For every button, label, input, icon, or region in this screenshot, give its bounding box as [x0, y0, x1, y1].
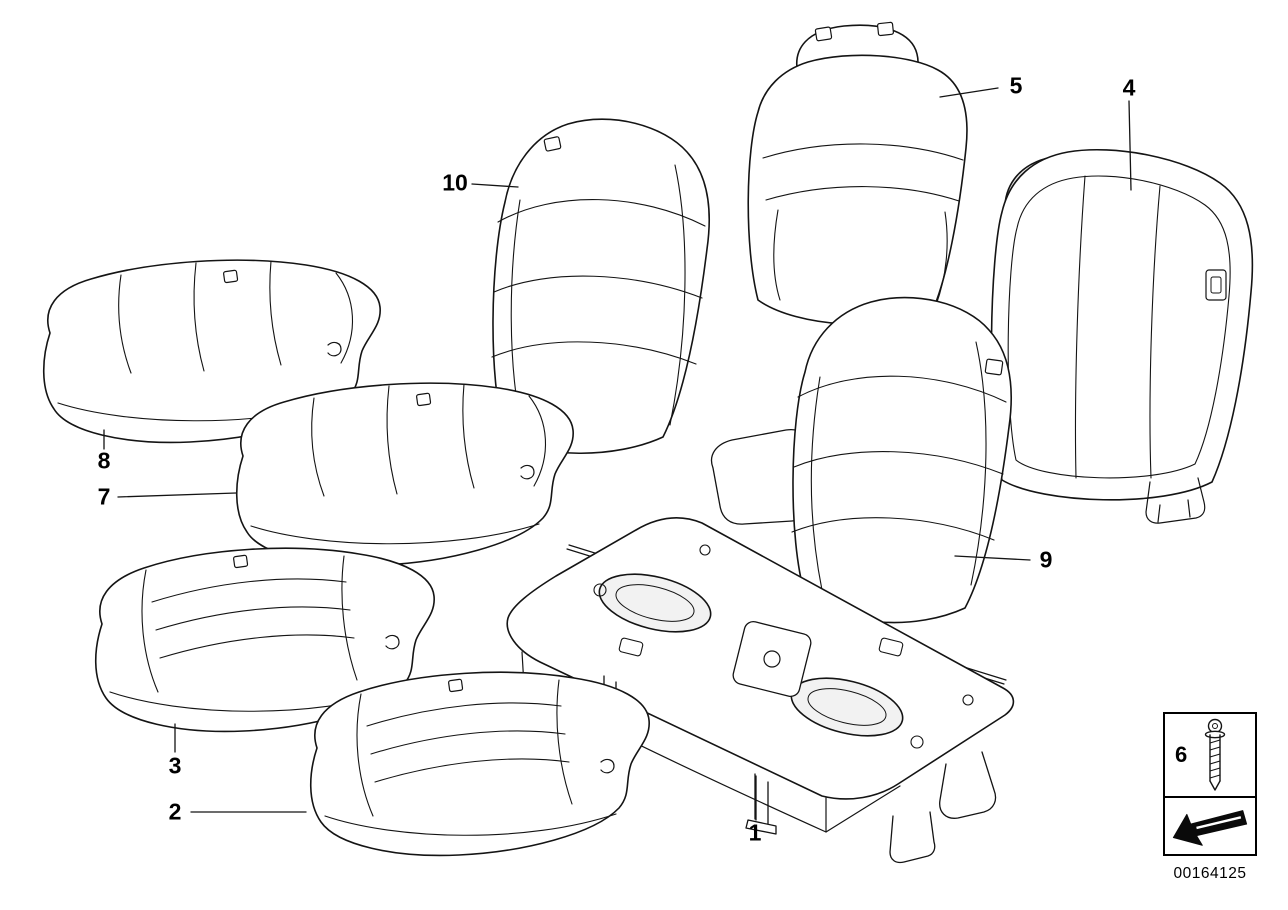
backrest-part-10	[491, 118, 710, 455]
backrest-part-5	[747, 21, 968, 326]
backrest-part-9	[710, 296, 1012, 624]
callout-4[interactable]: 4	[1122, 74, 1136, 101]
leader-line-4	[1128, 100, 1132, 191]
seat-frame-part-1	[506, 517, 1015, 864]
legend-box-screw: 6	[1163, 712, 1257, 798]
callout-2[interactable]: 2	[168, 798, 182, 825]
seat-cushion-part-7	[235, 382, 574, 567]
legend-box-arrow	[1163, 796, 1257, 856]
document-number: 00164125	[1173, 865, 1247, 882]
callout-10[interactable]: 10	[442, 169, 468, 196]
callout-5[interactable]: 5	[1009, 72, 1023, 99]
callout-1[interactable]: 1	[748, 819, 762, 846]
leader-line-7	[117, 492, 237, 498]
backrest-part-4	[990, 149, 1254, 524]
leader-lines	[103, 87, 1132, 820]
seat-cushion-part-2	[309, 671, 650, 857]
callout-9[interactable]: 9	[1039, 546, 1053, 573]
leader-line-5	[939, 87, 999, 98]
screw-icon	[1205, 718, 1226, 791]
callout-6[interactable]: 6	[1175, 742, 1188, 767]
leader-line-10	[471, 183, 519, 188]
direction-arrow-icon	[1172, 810, 1248, 846]
callout-8[interactable]: 8	[97, 447, 111, 474]
callout-7[interactable]: 7	[97, 483, 111, 510]
leader-line-9	[954, 555, 1031, 561]
callout-3[interactable]: 3	[168, 752, 182, 779]
